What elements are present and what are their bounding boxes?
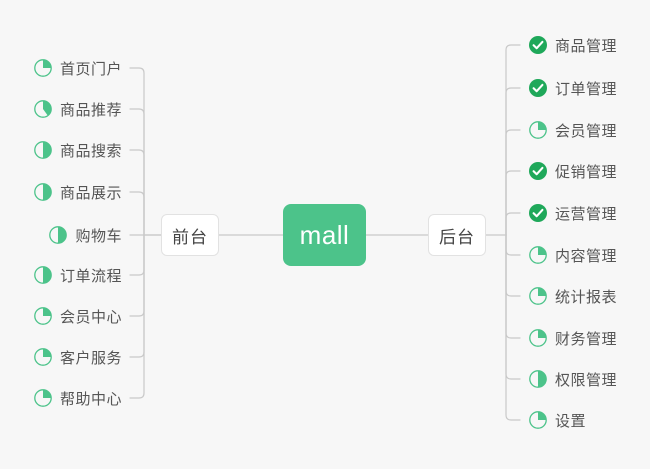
pie-progress-icon [33, 58, 53, 78]
leaf-item-label: 首页门户 [59, 60, 122, 78]
pie-progress-icon [33, 140, 53, 160]
check-circle-icon [528, 203, 548, 223]
leaf-item[interactable]: 会员中心 [33, 304, 122, 328]
pie-progress-icon [33, 99, 53, 119]
leaf-item-label: 设置 [555, 412, 587, 430]
center-node-label: mall [299, 219, 350, 250]
leaf-item[interactable]: 商品管理 [528, 33, 617, 57]
branch-node-frontend[interactable]: 前台 [161, 214, 219, 256]
pie-progress-icon [48, 225, 68, 245]
leaf-item-label: 商品搜索 [59, 142, 122, 160]
pie-progress-icon [33, 182, 53, 202]
leaf-item-label: 客户服务 [59, 349, 122, 367]
pie-progress-icon [528, 328, 548, 348]
pie-progress-icon [528, 245, 548, 265]
leaf-item[interactable]: 客户服务 [33, 345, 122, 369]
branch-label-frontend: 前台 [172, 227, 208, 247]
leaf-item[interactable]: 财务管理 [528, 326, 617, 350]
check-circle-icon [528, 161, 548, 181]
leaf-item-label: 促销管理 [555, 163, 618, 181]
leaf-item[interactable]: 商品展示 [33, 180, 122, 204]
leaf-item-label: 内容管理 [555, 247, 618, 265]
leaf-item[interactable]: 设置 [528, 408, 586, 432]
leaf-item-label: 帮助中心 [59, 390, 122, 408]
leaf-item-label: 运营管理 [555, 205, 618, 223]
leaf-item[interactable]: 会员管理 [528, 118, 617, 142]
leaf-item[interactable]: 商品推荐 [33, 97, 122, 121]
leaf-item-label: 财务管理 [555, 330, 618, 348]
leaf-item[interactable]: 促销管理 [528, 159, 617, 183]
leaf-item-label: 订单管理 [555, 80, 618, 98]
check-circle-icon [528, 35, 548, 55]
pie-progress-icon [528, 120, 548, 140]
pie-progress-icon [33, 347, 53, 367]
leaf-item[interactable]: 首页门户 [33, 56, 122, 80]
branch-label-backend: 后台 [439, 227, 475, 247]
leaf-item[interactable]: 内容管理 [528, 243, 617, 267]
leaf-item-label: 商品管理 [555, 37, 618, 55]
leaf-item[interactable]: 运营管理 [528, 201, 617, 225]
pie-progress-icon [528, 286, 548, 306]
leaf-item[interactable]: 帮助中心 [33, 386, 122, 410]
leaf-item-label: 订单流程 [59, 267, 122, 285]
branch-node-backend[interactable]: 后台 [428, 214, 486, 256]
leaf-item[interactable]: 购物车 [48, 223, 122, 247]
check-circle-icon [528, 78, 548, 98]
pie-progress-icon [528, 369, 548, 389]
leaf-item-label: 商品推荐 [59, 101, 122, 119]
leaf-item-label: 会员中心 [59, 308, 122, 326]
leaf-item-label: 统计报表 [555, 288, 618, 306]
leaf-item[interactable]: 权限管理 [528, 367, 617, 391]
leaf-item[interactable]: 订单管理 [528, 76, 617, 100]
leaf-item-label: 会员管理 [555, 122, 618, 140]
leaf-item[interactable]: 商品搜索 [33, 138, 122, 162]
pie-progress-icon [33, 265, 53, 285]
leaf-item-label: 商品展示 [59, 184, 122, 202]
leaf-item-label: 购物车 [75, 227, 122, 245]
pie-progress-icon [33, 388, 53, 408]
leaf-item[interactable]: 统计报表 [528, 284, 617, 308]
center-node-mall[interactable]: mall [283, 204, 366, 266]
pie-progress-icon [33, 306, 53, 326]
leaf-item[interactable]: 订单流程 [33, 263, 122, 287]
leaf-item-label: 权限管理 [555, 371, 618, 389]
pie-progress-icon [528, 410, 548, 430]
